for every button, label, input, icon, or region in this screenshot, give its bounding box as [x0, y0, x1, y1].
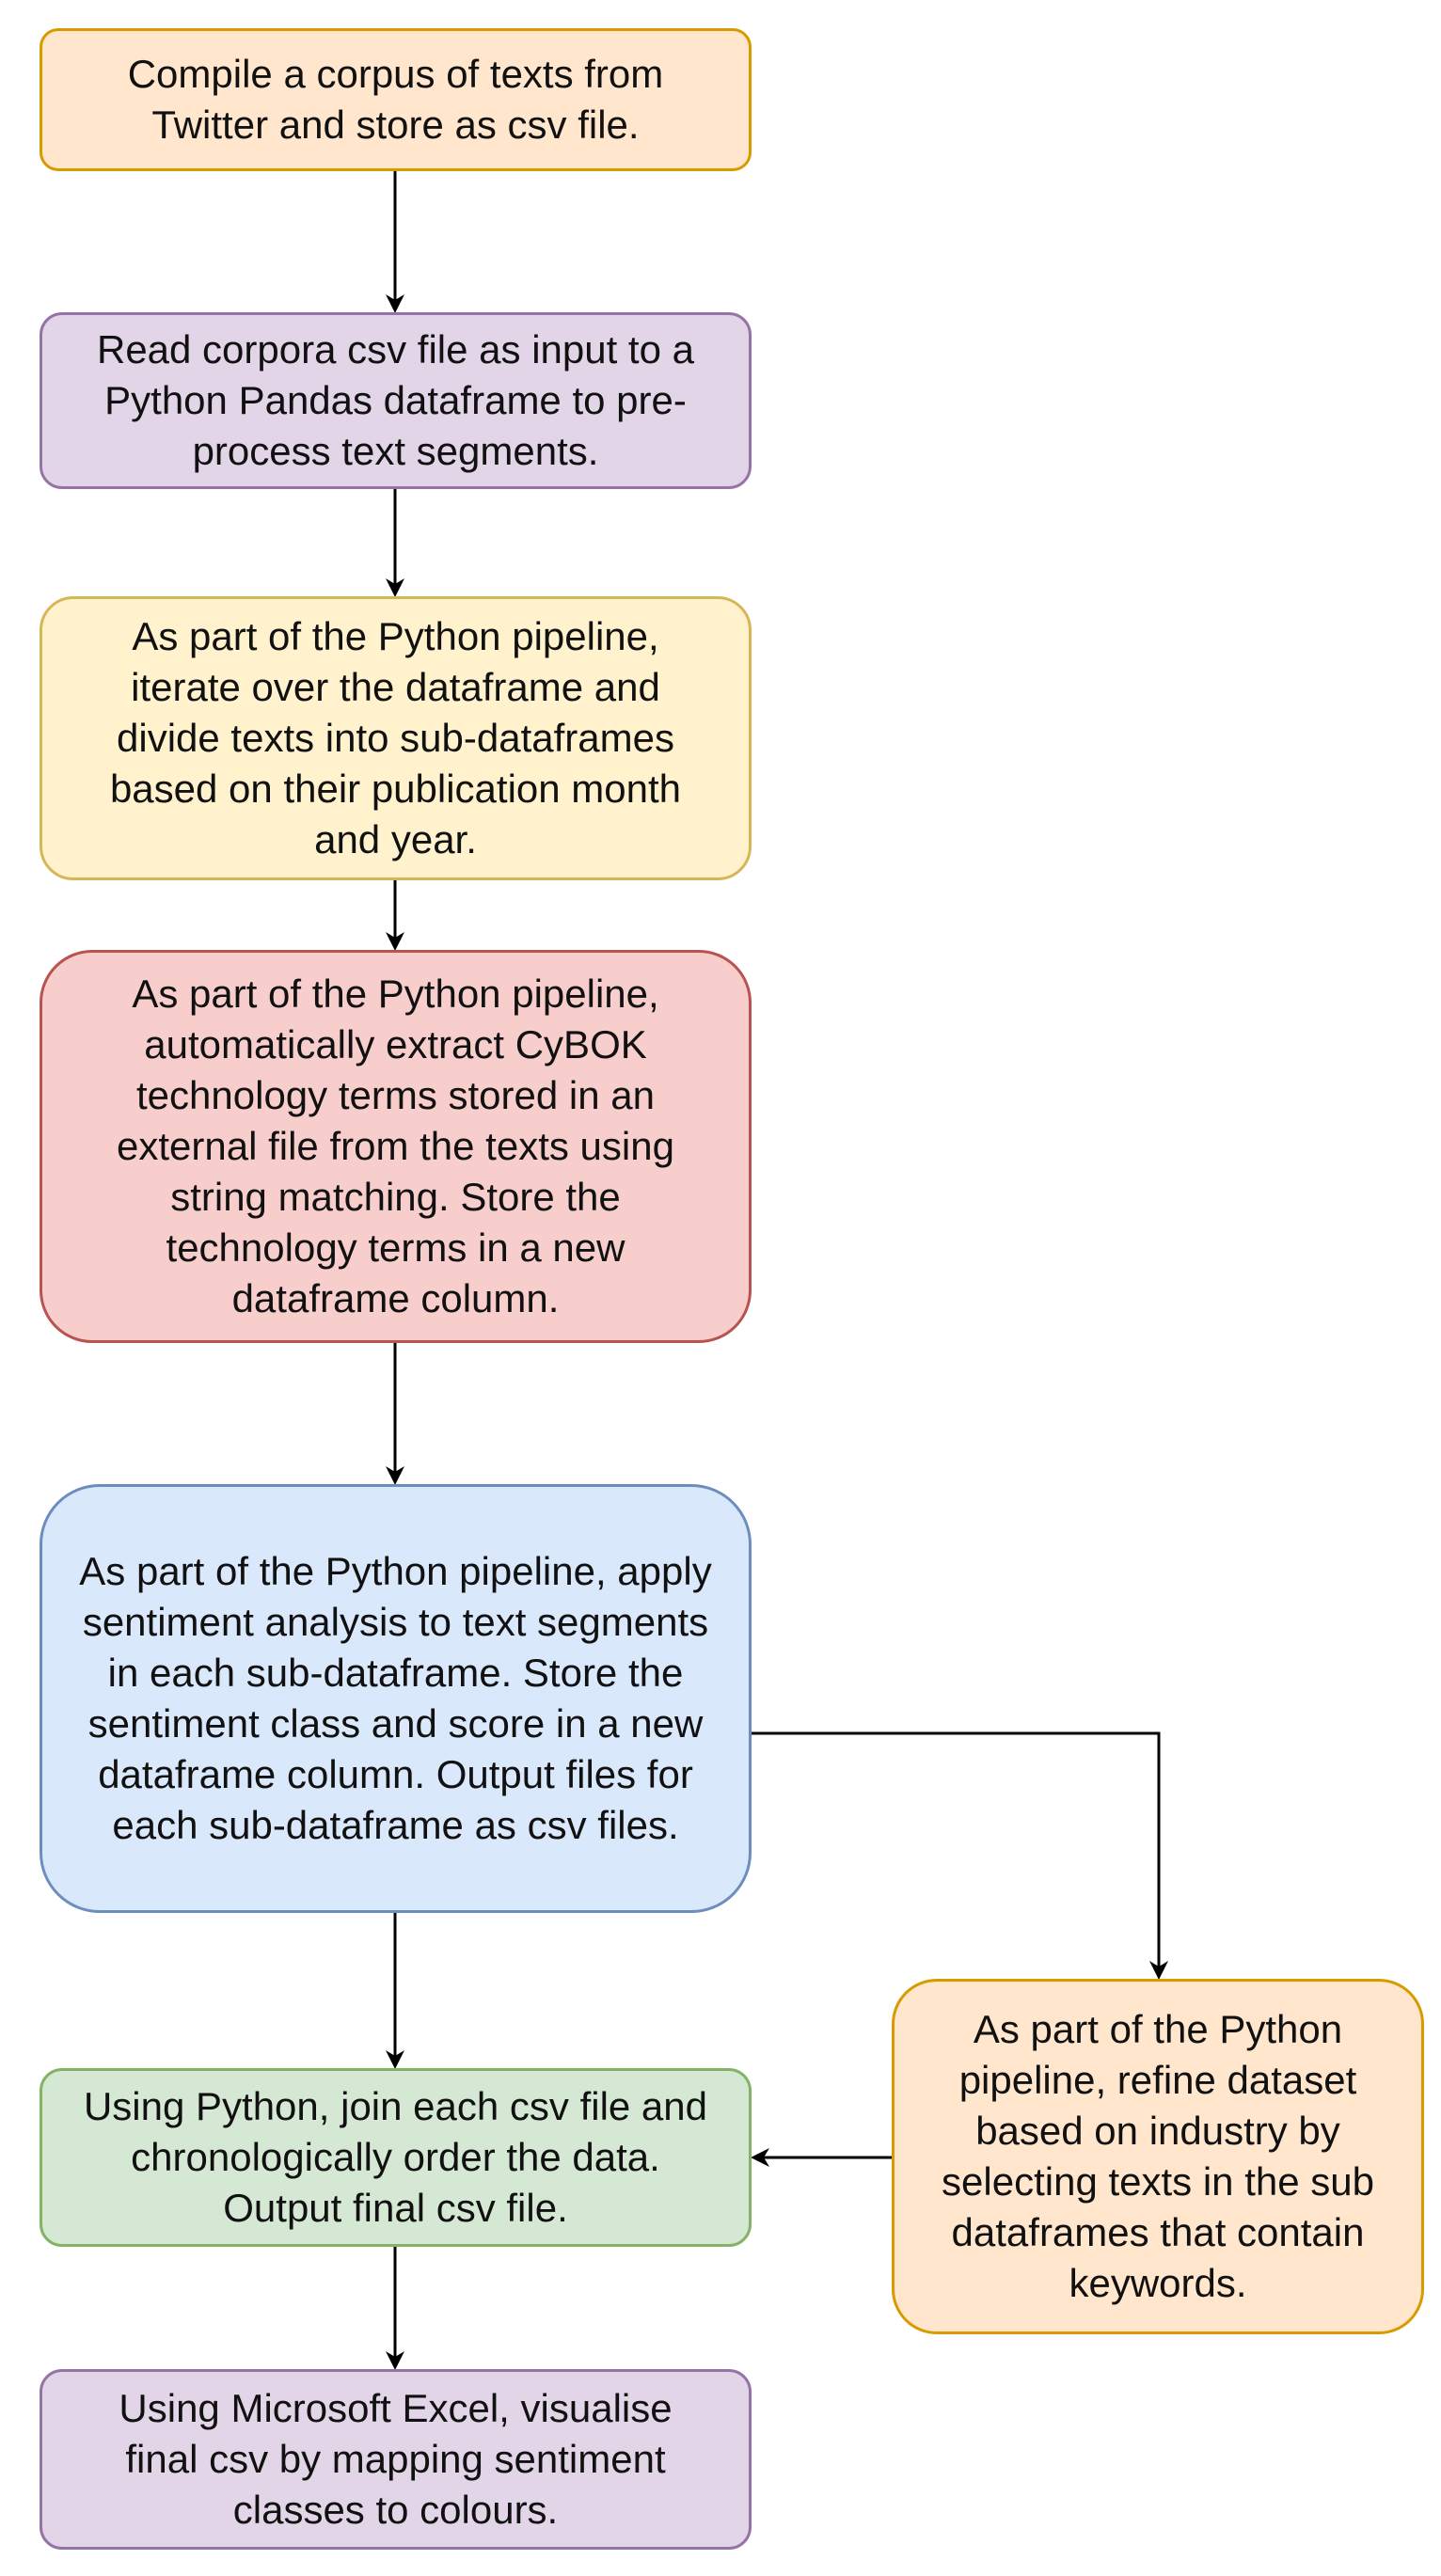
step-compile-corpus-text: Compile a corpus of texts from Twitter a… [127, 52, 664, 147]
step-join-csv-text: Using Python, join each csv file and chr… [83, 2084, 708, 2230]
step-read-corpora: Read corpora csv file as input to a Pyth… [40, 312, 752, 489]
step-divide-sub-dataframes-text: As part of the Python pipeline, iterate … [109, 614, 682, 861]
step-extract-cybok-terms: As part of the Python pipeline, automati… [40, 950, 752, 1343]
step-refine-by-industry: As part of the Python pipeline, refine d… [892, 1979, 1424, 2334]
step-sentiment-analysis-text: As part of the Python pipeline, apply se… [79, 1549, 712, 1847]
step-refine-by-industry-text: As part of the Python pipeline, refine d… [942, 2007, 1374, 2305]
step-visualise-excel: Using Microsoft Excel, visualise final c… [40, 2369, 752, 2550]
step-join-csv: Using Python, join each csv file and chr… [40, 2068, 752, 2247]
step-visualise-excel-text: Using Microsoft Excel, visualise final c… [119, 2386, 673, 2532]
step-read-corpora-text: Read corpora csv file as input to a Pyth… [96, 327, 694, 473]
step-extract-cybok-terms-text: As part of the Python pipeline, automati… [117, 972, 674, 1320]
arrow-5-to-side [752, 1731, 1168, 1980]
step-sentiment-analysis: As part of the Python pipeline, apply se… [40, 1484, 752, 1913]
step-divide-sub-dataframes: As part of the Python pipeline, iterate … [40, 596, 752, 880]
step-compile-corpus: Compile a corpus of texts from Twitter a… [40, 28, 752, 171]
